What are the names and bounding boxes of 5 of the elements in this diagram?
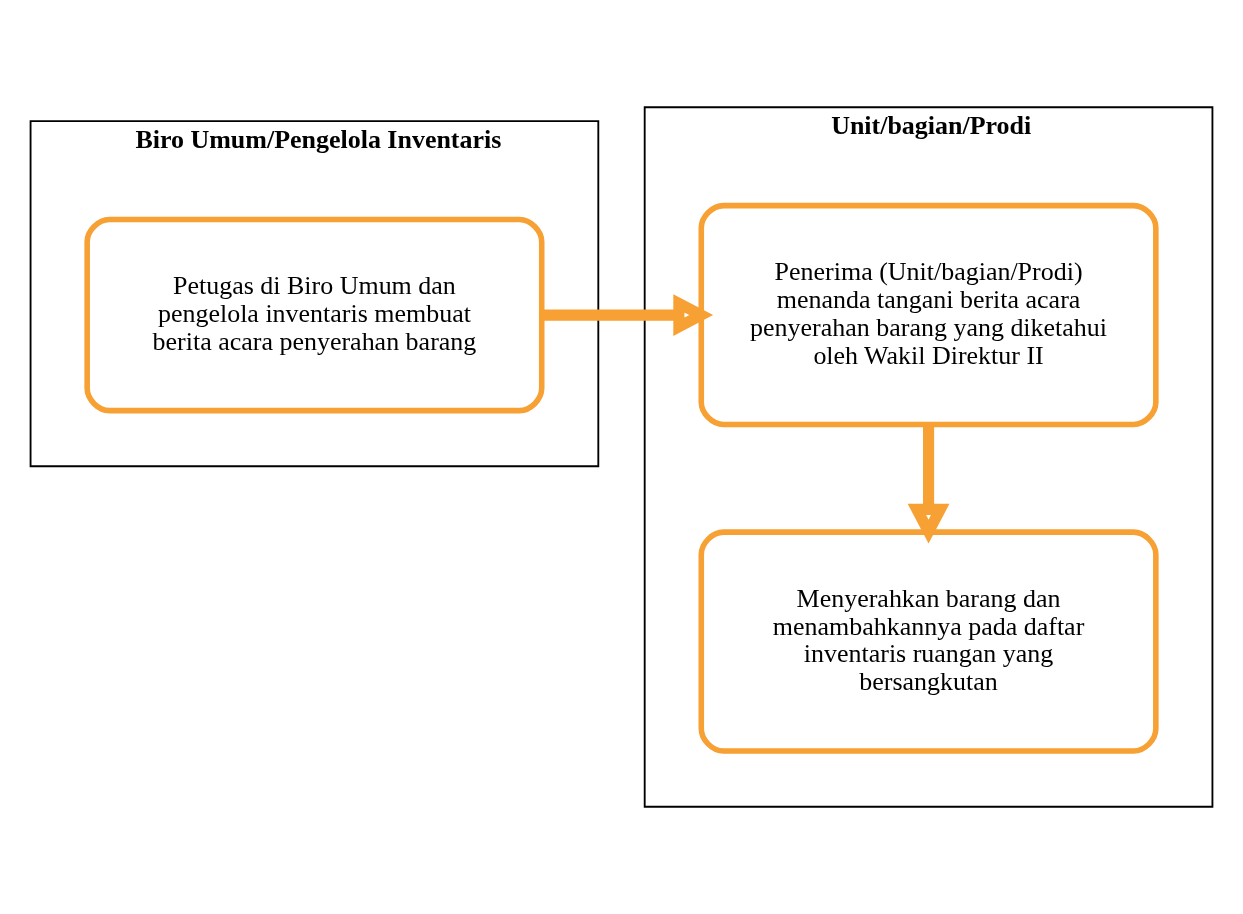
node-box: Penerima (Unit/bagian/Prodi) menanda tangani berita acara penyerahan barang yang diketahui oleh Wakil Direktur II	[698, 202, 1159, 428]
node-box: Menyerahkan barang dan menambahkannya pada daftar inventaris ruangan yang bersangkutan	[698, 529, 1159, 754]
arrow	[907, 425, 950, 544]
arrow	[541, 294, 714, 336]
node-box: Petugas di Biro Umum dan pengelola inventaris membuat berita acara penyerahan barang	[84, 216, 545, 414]
